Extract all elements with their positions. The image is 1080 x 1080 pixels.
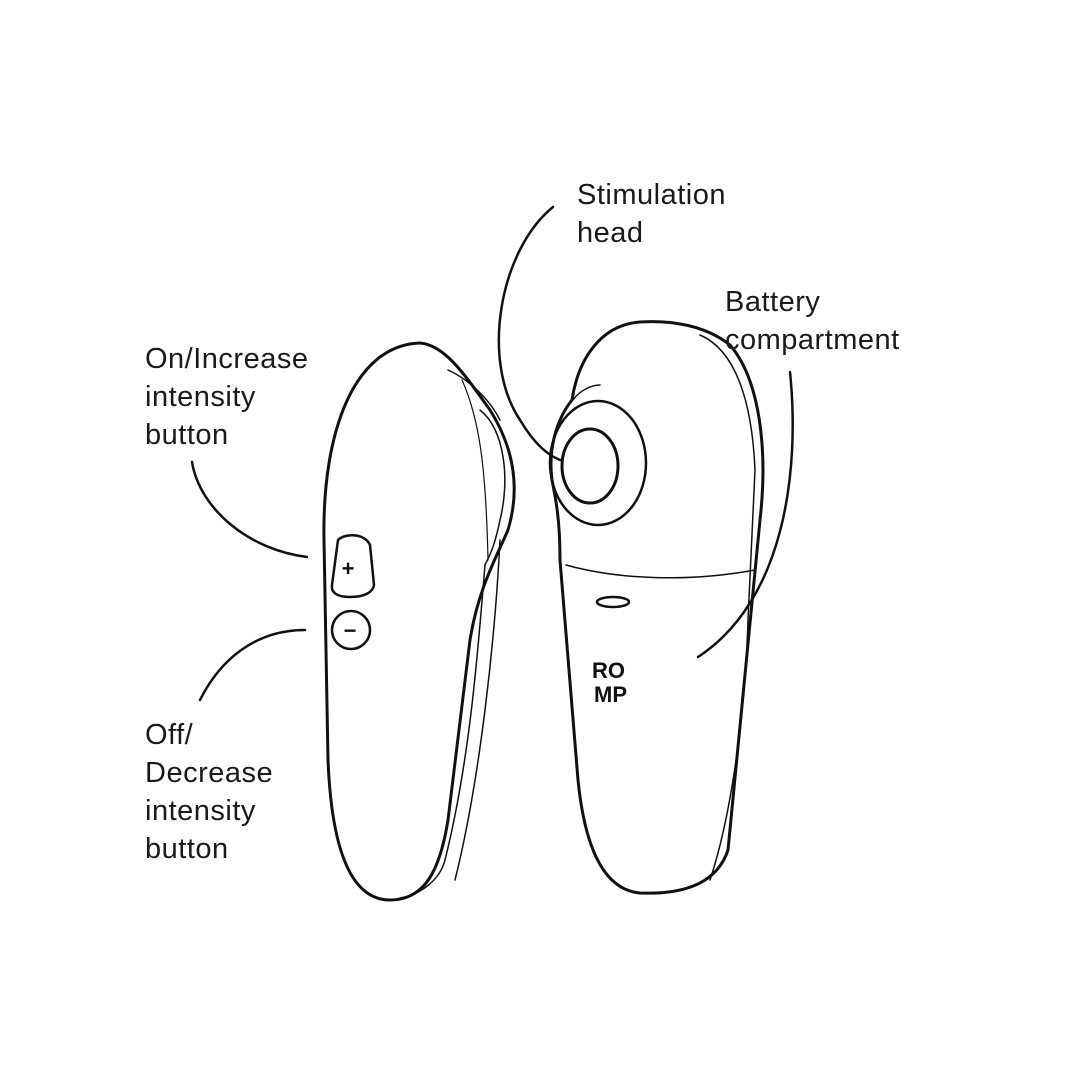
leader-line-stimulation-head	[497, 205, 562, 462]
label-line: On/Increase	[145, 343, 309, 375]
label-battery-compartment: Battery compartment	[725, 283, 900, 359]
svg-text:RO: RO	[592, 658, 625, 683]
label-line: Battery	[725, 286, 821, 318]
leader-line-on-increase	[190, 460, 309, 559]
label-line: compartment	[725, 324, 900, 356]
label-line: intensity	[145, 381, 256, 413]
label-line: button	[145, 833, 229, 865]
label-stimulation-head: Stimulation head	[577, 176, 726, 252]
plus-button[interactable]: +	[330, 534, 376, 599]
label-line: head	[577, 217, 644, 249]
device-back-view: RO MP	[548, 320, 765, 895]
label-line: Off/	[145, 719, 194, 751]
label-off-decrease: Off/ Decrease intensity button	[145, 716, 273, 868]
leader-line-battery	[696, 370, 794, 659]
label-line: Stimulation	[577, 179, 726, 211]
label-line: Decrease	[145, 757, 274, 789]
minus-button[interactable]: −	[330, 609, 372, 651]
stimulation-head-ring	[548, 399, 648, 527]
svg-text:MP: MP	[594, 682, 627, 707]
label-line: button	[145, 419, 229, 451]
device-side-view: + −	[322, 341, 516, 902]
minus-icon: −	[344, 618, 357, 643]
plus-icon: +	[342, 556, 355, 581]
romp-logo: RO MP	[592, 658, 627, 707]
stimulation-head-opening	[560, 427, 620, 505]
indicator-light	[595, 595, 631, 609]
leader-line-off-decrease	[198, 628, 307, 702]
label-on-increase: On/Increase intensity button	[145, 340, 308, 454]
label-line: intensity	[145, 795, 256, 827]
